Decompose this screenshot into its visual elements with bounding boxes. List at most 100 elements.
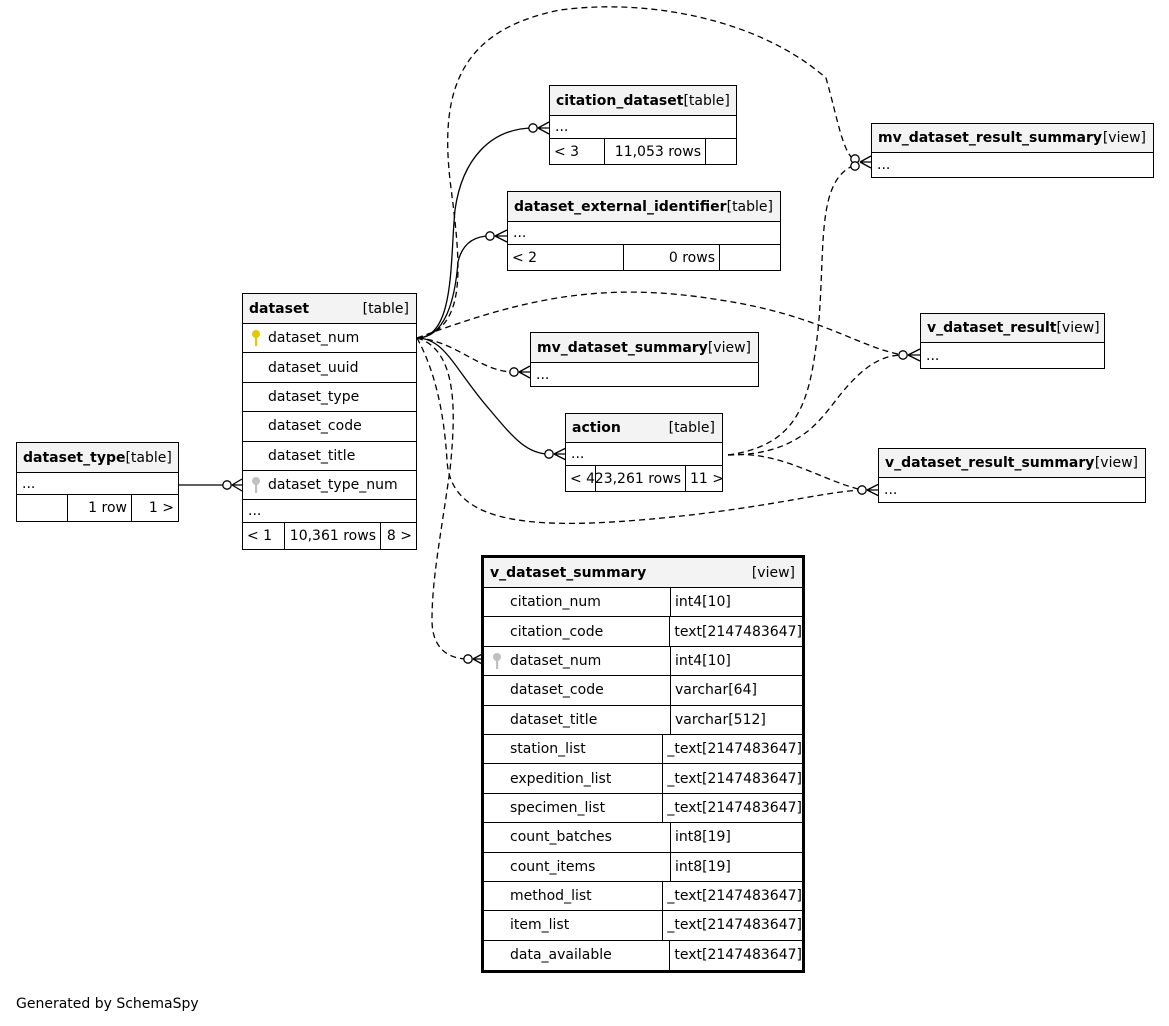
table-name: dataset xyxy=(249,300,310,317)
edge-marker xyxy=(222,480,232,490)
children-count: 8 > xyxy=(386,528,412,545)
parents-count: < 3 xyxy=(550,139,605,164)
view-v-dataset-result[interactable]: v_dataset_result [view] ... xyxy=(920,313,1105,369)
edge-mv-dataset-result-summary xyxy=(416,6,855,339)
table-kind: [view] xyxy=(1102,130,1146,146)
table-name: dataset_external_identifier xyxy=(514,198,727,215)
crowfoot-marker xyxy=(537,121,550,135)
column-name: citation_num xyxy=(484,588,671,617)
children-count: 1 > xyxy=(148,500,174,516)
table-stats: < 1 10,361 rows 8 > xyxy=(243,523,416,550)
column-name: station_list xyxy=(484,734,664,764)
table-kind: [table] xyxy=(683,92,730,109)
table-stats: 1 row 1 > xyxy=(17,495,178,521)
generator-credit: Generated by SchemaSpy xyxy=(16,996,199,1012)
column-name: item_list xyxy=(484,911,664,940)
children-count xyxy=(720,245,780,270)
table-dataset-type[interactable]: dataset_type [table] ... 1 row 1 > xyxy=(16,442,179,522)
crowfoot-marker xyxy=(553,447,567,461)
edge-v-dataset-summary xyxy=(416,337,469,660)
column-type: varchar[512] xyxy=(675,711,766,728)
table-stats: < 2 0 rows xyxy=(508,245,780,270)
table-kind: [view] xyxy=(751,564,795,581)
row-count: 1 row xyxy=(68,495,132,521)
edge-action-v-dataset-result xyxy=(727,354,904,456)
edge-mv-dataset-summary xyxy=(416,337,515,373)
columns-collapsed: ... xyxy=(879,478,1145,502)
column-row: dataset_num xyxy=(243,324,416,354)
column-name: dataset_code xyxy=(268,418,362,435)
column-name: count_items xyxy=(484,852,671,881)
table-kind: [view] xyxy=(1094,455,1138,471)
column-row: dataset_title xyxy=(243,442,416,471)
ellipsis: ... xyxy=(536,366,550,383)
children-count: 11 > xyxy=(690,470,724,487)
crowfoot-marker xyxy=(859,155,872,169)
column-row: dataset_type xyxy=(243,383,416,413)
table-action[interactable]: action [table] ... < 4 23,261 rows 11 > xyxy=(565,413,724,492)
edge-marker xyxy=(463,654,473,664)
table-header: dataset_type [table] xyxy=(17,443,178,473)
table-name: mv_dataset_summary xyxy=(537,339,708,356)
table-name: v_dataset_result_summary xyxy=(885,455,1095,471)
view-mv-dataset-summary[interactable]: mv_dataset_summary [view] ... xyxy=(530,332,759,387)
column-name: dataset_type_num xyxy=(268,477,398,494)
crowfoot-marker xyxy=(907,348,921,362)
table-stats: < 3 11,053 rows xyxy=(550,139,736,164)
crowfoot-marker xyxy=(231,478,243,492)
column-name: dataset_code xyxy=(484,676,671,705)
edge-marker xyxy=(857,485,867,495)
parents-count: < 4 xyxy=(566,466,596,491)
edge-action-mv-dataset-result-summary xyxy=(727,164,856,456)
row-count: 23,261 rows xyxy=(595,466,686,491)
columns-collapsed: ... xyxy=(872,153,1153,177)
row-count: 10,361 rows xyxy=(285,523,381,550)
column-name: citation_code xyxy=(484,617,671,646)
table-header: mv_dataset_result_summary [view] xyxy=(872,124,1153,153)
column-row: method_list_text[2147483647] xyxy=(484,881,802,912)
ellipsis: ... xyxy=(877,157,891,173)
table-kind: [table] xyxy=(362,300,409,317)
table-stats: < 4 23,261 rows 11 > xyxy=(566,466,724,491)
ellipsis: ... xyxy=(22,475,36,492)
columns-collapsed: ... xyxy=(17,473,178,495)
columns-collapsed: ... xyxy=(508,222,780,245)
table-header: v_dataset_result [view] xyxy=(921,314,1104,343)
column-row: item_list_text[2147483647] xyxy=(484,911,802,941)
columns-collapsed: ... xyxy=(531,363,758,386)
columns-collapsed: ... xyxy=(243,500,416,524)
columns-collapsed: ... xyxy=(921,343,1104,368)
parents-count: < 2 xyxy=(508,245,624,270)
table-header: dataset [table] xyxy=(243,294,416,324)
ellipsis: ... xyxy=(571,446,585,462)
column-name: dataset_title xyxy=(268,447,356,464)
view-mv-dataset-result-summary[interactable]: mv_dataset_result_summary [view] ... xyxy=(871,123,1154,178)
view-v-dataset-result-summary[interactable]: v_dataset_result_summary [view] ... xyxy=(878,448,1146,503)
column-name: dataset_uuid xyxy=(268,359,359,376)
table-header: citation_dataset [table] xyxy=(550,86,736,116)
column-type: text[2147483647] xyxy=(674,947,802,964)
column-row: station_list_text[2147483647] xyxy=(484,734,802,765)
table-name: dataset_type xyxy=(23,449,126,466)
table-citation-dataset[interactable]: citation_dataset [table] ... < 3 11,053 … xyxy=(549,85,737,165)
table-dataset[interactable]: dataset [table] dataset_num dataset_uuid… xyxy=(242,293,417,551)
table-header: action [table] xyxy=(566,414,722,443)
column-name: dataset_type xyxy=(268,388,360,405)
column-name: method_list xyxy=(484,881,664,911)
column-type: _text[2147483647] xyxy=(667,888,802,905)
parents-count xyxy=(17,495,68,521)
table-dataset-external-identifier[interactable]: dataset_external_identifier [table] ... … xyxy=(507,191,781,271)
edge-marker xyxy=(544,449,554,459)
column-type: _text[2147483647] xyxy=(667,917,802,934)
edge-dataset-external-identifier xyxy=(416,235,491,339)
table-header: mv_dataset_summary [view] xyxy=(531,333,758,363)
children-count xyxy=(706,139,736,164)
foreign-key-icon xyxy=(252,477,260,494)
edge-marker xyxy=(528,123,538,133)
